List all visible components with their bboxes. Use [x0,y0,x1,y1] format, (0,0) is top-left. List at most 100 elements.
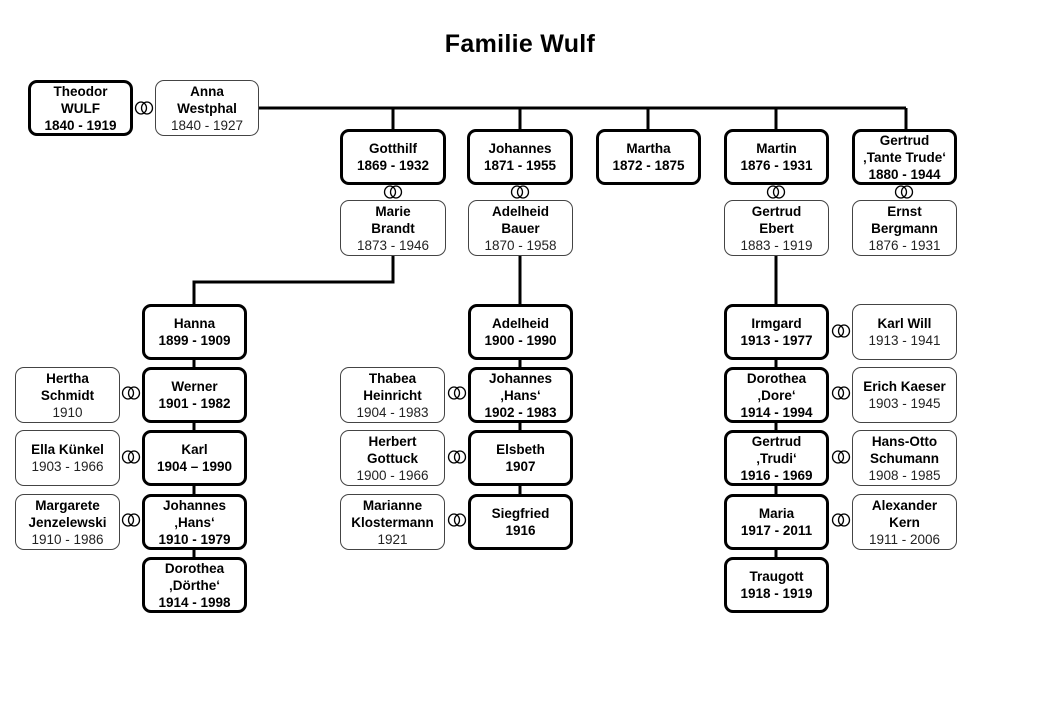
person-box-dorotheaDoerthe: Dorothea‚Dörthe‘1914 - 1998 [142,557,247,613]
marriage-rings-icon [510,185,530,199]
person-dates: 1918 - 1919 [740,586,813,601]
person-name: Werner [171,379,218,394]
person-box-karlWill: Karl Will 1913 - 1941 [852,304,957,360]
person-name: Gertrud [751,203,802,219]
person-dates: 1883 - 1919 [740,237,813,253]
person-dates: 1876 - 1931 [740,158,813,173]
person-name: Herbert [368,433,417,449]
person-name: Adelheid [491,203,549,219]
person-name: Anna [190,83,224,99]
person-dates: 1880 - 1944 [868,166,941,182]
person-name: Dorothea [746,370,807,386]
person-name: Alexander [871,497,938,513]
marriage-rings-icon [447,386,467,400]
person-name: Bergmann [871,220,938,236]
chart-title: Familie Wulf [444,30,596,58]
person-name: Ebert [759,220,794,236]
marriage-rings-icon [831,324,851,338]
person-name: Hans-Otto [871,433,938,449]
person-dates: 1900 - 1966 [356,467,429,483]
person-name: Irmgard [751,316,802,331]
person-box-werner: Werner 1901 - 1982 [142,367,247,423]
marriage-rings-icon [121,513,141,527]
marriage-rings-icon [831,450,851,464]
person-name: Karl Will [877,316,932,331]
person-name: Maria [758,506,795,521]
person-name: Gotthilf [369,141,417,156]
person-box-dorotheaDore: Dorothea‚Dore‘1914 - 1994 [724,367,829,423]
person-name: ‚Dörthe‘ [168,577,220,593]
person-name: Marie [375,203,411,219]
connector [192,256,395,304]
marriage-rings-icon [447,450,467,464]
person-name: Dorothea [164,560,225,576]
person-dates: 1873 - 1946 [356,237,430,253]
person-name: Gottuck [366,450,418,466]
person-dates: 1910 [52,404,83,420]
person-name: Johannes [488,370,553,386]
person-box-siegfried: Siegfried 1916 [468,494,573,550]
person-name: Margarete [35,497,100,513]
person-box-johannesHans2: Johannes‚Hans‘1902 - 1983 [468,367,573,423]
person-name: Brandt [371,220,415,236]
person-name: Westphal [177,100,237,116]
person-dates: 1913 - 1977 [740,333,813,348]
person-box-gertrud1: Gertrud‚Tante Trude‘1880 - 1944 [852,129,957,185]
person-dates: 1921 [377,531,408,547]
person-dates: 1871 - 1955 [483,158,557,173]
marriage-rings-icon [766,185,786,199]
person-dates: 1910 - 1986 [31,531,104,547]
person-name: Marianne [362,497,423,513]
person-box-maria: Maria 1917 - 2011 [724,494,829,550]
person-box-elsbeth: Elsbeth 1907 [468,430,573,486]
person-name: ‚Tante Trude‘ [862,149,946,165]
person-name: Traugott [749,569,804,584]
person-dates: 1913 - 1941 [868,333,941,348]
person-name: Hanna [173,316,216,331]
person-dates: 1917 - 2011 [740,523,813,538]
person-name: Siegfried [491,506,550,521]
person-name: Gertrud [751,433,802,449]
marriage-rings-icon [831,386,851,400]
person-box-ella: Ella Künkel 1903 - 1966 [15,430,120,486]
person-box-hanna: Hanna 1899 - 1909 [142,304,247,360]
marriage-rings-icon [121,450,141,464]
person-name: Hertha [46,370,89,386]
person-dates: 1916 [505,523,536,538]
person-dates: 1900 - 1990 [484,333,557,348]
person-name: ‚Dore‘ [757,387,796,403]
person-dates: 1899 - 1909 [158,333,231,348]
person-dates: 1872 - 1875 [612,158,685,173]
person-dates: 1914 - 1994 [740,404,813,420]
person-name: Ella Künkel [31,442,104,457]
person-box-johannesHans1: Johannes‚Hans‘1910 - 1979 [142,494,247,550]
person-name: Thabea [368,370,417,386]
person-name: Kern [889,514,920,530]
marriage-rings-icon [134,101,154,115]
person-dates: 1907 [505,459,536,474]
person-dates: 1903 - 1966 [31,459,104,474]
person-name: Elsbeth [496,442,545,457]
person-name: Schumann [869,450,939,466]
person-box-gertrudTrudi: Gertrud‚Trudi‘1916 - 1969 [724,430,829,486]
person-dates: 1901 - 1982 [158,396,231,411]
person-dates: 1910 - 1979 [158,531,231,547]
person-dates: 1911 - 2006 [868,531,941,547]
person-dates: 1840 - 1927 [170,117,244,133]
person-name: Karl [181,442,208,457]
person-dates: 1902 - 1983 [484,404,557,420]
person-dates: 1903 - 1945 [868,396,941,411]
